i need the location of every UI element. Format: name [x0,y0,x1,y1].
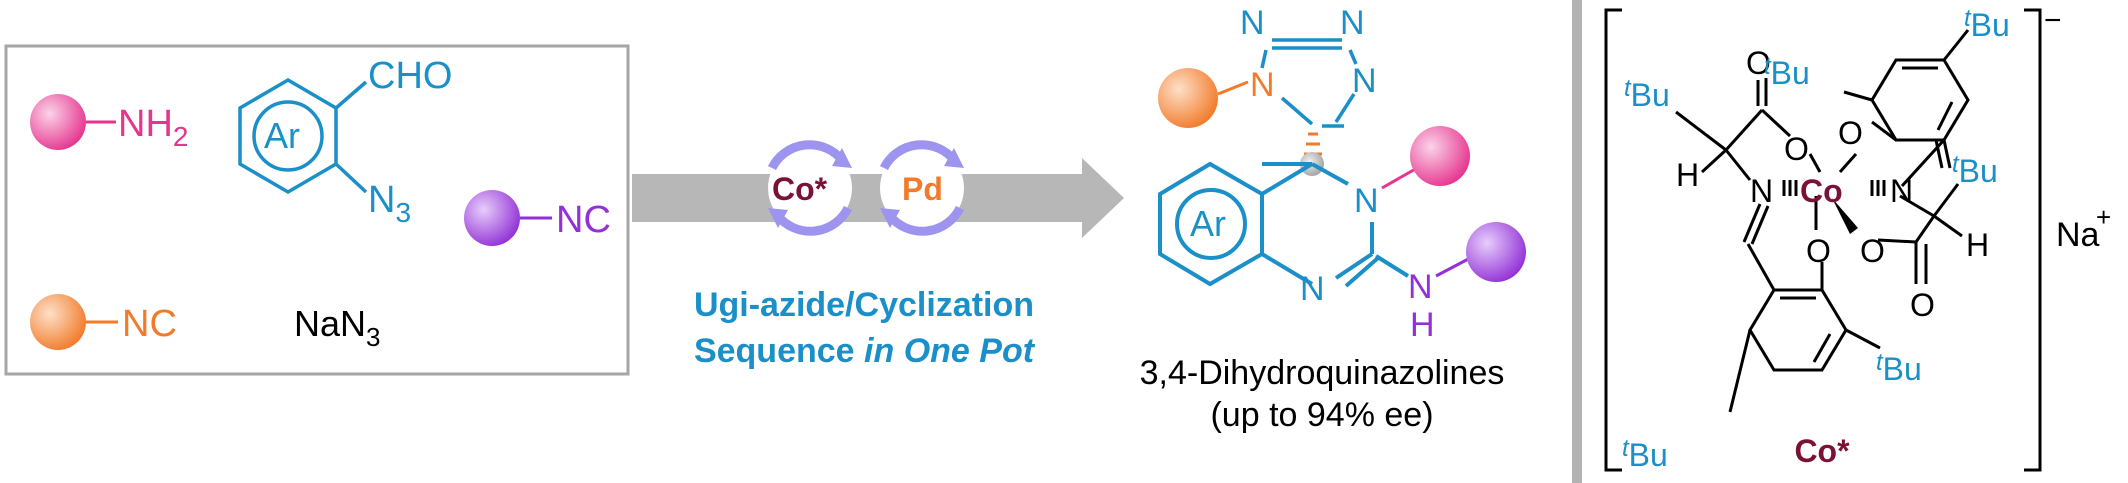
cobalt-cycle-icon [767,140,853,236]
right-bracket [2024,8,2042,472]
stereo-hash-bond [1304,132,1322,156]
counterion-label: Na [2056,216,2100,254]
ring-n1-label: N [1300,270,1325,308]
reaction-arrow [632,158,1124,238]
carbonyl-o-top: O [1746,45,1771,81]
isocyanide-purple-sphere [464,190,520,246]
tbu-label-bottom-left: tBu [1622,435,1668,473]
tbu-label-top-right: tBu [1964,5,2010,43]
product-amine-bond [1374,254,1410,278]
o-bottom-right: O [1860,233,1885,269]
reactant-aryl-label: Ar [264,115,300,156]
tbu-label-lower-right: tBu [1876,349,1922,387]
reactants-panel: NH2 Ar CHO N3 NC NC NaN3 [4,44,630,376]
amine-label: NH2 [118,103,188,152]
counterion-charge: + [2096,202,2111,232]
product-pink-sphere [1410,126,1470,186]
aldehyde-label: CHO [368,55,452,97]
co-hashed-bonds [1782,180,1886,196]
tbu-label-upper-mid: tBu [1764,53,1810,91]
product-amine-n: N [1408,268,1433,306]
sodium-azide-label: NaN3 [294,303,381,352]
panel-divider [1572,0,1582,483]
o-top-left: O [1784,131,1809,167]
isocyanide-purple-label: NC [556,199,611,241]
reactants-box [4,44,630,376]
cobalt-center: Co [1800,173,1843,209]
left-bracket [1604,8,1622,472]
product-ee: (up to 94% ee) [1210,396,1433,434]
palladium-catalyst-label: Pd [902,171,943,207]
tbu-label-right: tBu [1952,151,1998,189]
isocyanide-orange-label: NC [122,303,177,345]
o-top-right: O [1838,115,1863,151]
carbonyl-o-bottom: O [1910,287,1935,323]
n-right: N [1890,173,1913,209]
palladium-cycle-icon [879,140,965,236]
quinazoline-rings [1158,161,1380,288]
product-name: 3,4-Dihydroquinazolines [1140,354,1505,392]
tetrazole-n-left: N [1250,66,1275,104]
complex-bonds [1675,29,1970,413]
tetrazole-ring [1260,38,1358,128]
product-orange-bond [1217,80,1249,96]
cobalt-complex-structure: − Na + [1604,4,2111,473]
complex-charge: − [2044,4,2062,37]
product-purple-sphere [1466,222,1526,282]
reaction-arrow-group: Co* Pd Ugi-azide/Cyclization Sequence in… [632,140,1124,370]
h-left: H [1676,157,1699,193]
complex-label: Co* [1794,433,1850,469]
tetrazole-n-top-left: N [1240,4,1265,42]
co-wedge-bond [1832,198,1858,234]
tetrazole-n-top-right: N [1340,4,1365,42]
n-left: N [1750,173,1773,209]
conditions-line-2: Sequence in One Pot [694,332,1036,370]
conditions-line-1: Ugi-azide/Cyclization [694,286,1034,324]
product-orange-sphere [1158,68,1218,128]
tbu-label-upper-left: tBu [1624,75,1670,113]
o-bottom-left: O [1806,233,1831,269]
azide-label: N3 [368,179,411,228]
product-structure: N N N N Ar N N [1140,4,1526,434]
isocyanide-orange-sphere [30,294,86,350]
product-aryl-label: Ar [1190,203,1226,244]
amine-substituent-sphere [30,94,86,150]
h-right: H [1966,227,1989,263]
aryl-aldehyde-azide [238,77,368,195]
product-amine-h: H [1410,306,1435,344]
ring-n3-label: N [1354,182,1379,220]
tetrazole-n-right: N [1352,62,1377,100]
cobalt-catalyst-label: Co* [772,171,828,207]
